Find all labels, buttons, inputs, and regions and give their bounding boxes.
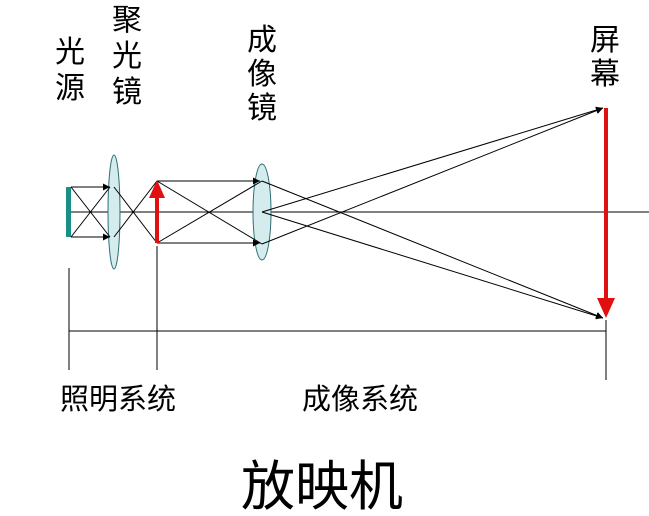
label-imaging-lens: 成 像 镜 — [247, 23, 277, 126]
svg-text:聚: 聚 — [112, 3, 142, 38]
svg-text:屏: 屏 — [590, 23, 620, 58]
ray — [261, 211, 604, 320]
ray — [261, 180, 604, 319]
ray — [113, 180, 158, 238]
svg-text:源: 源 — [55, 71, 85, 106]
condenser-lens — [107, 154, 121, 270]
label-imaging-system: 成像系统 — [302, 382, 418, 416]
ray — [261, 107, 604, 245]
light-source-bar — [66, 187, 71, 237]
label-light-source: 光 源 — [55, 35, 85, 106]
label-screen: 屏 幕 — [590, 23, 620, 92]
svg-text:镜: 镜 — [247, 91, 277, 126]
svg-text:成: 成 — [247, 23, 277, 58]
svg-text:幕: 幕 — [590, 57, 620, 92]
object-arrow — [149, 180, 165, 243]
svg-text:光: 光 — [112, 39, 142, 74]
label-illumination-system: 照明系统 — [60, 382, 176, 416]
ray — [113, 186, 158, 244]
ray — [156, 180, 263, 244]
svg-text:光: 光 — [55, 35, 85, 70]
image-arrow — [597, 108, 615, 318]
ray — [70, 186, 111, 238]
label-condenser: 聚 光 镜 — [112, 3, 142, 110]
diagram-title: 放映机 — [241, 455, 403, 516]
svg-text:镜: 镜 — [112, 75, 142, 110]
svg-text:像: 像 — [247, 57, 277, 92]
ray — [261, 106, 604, 213]
